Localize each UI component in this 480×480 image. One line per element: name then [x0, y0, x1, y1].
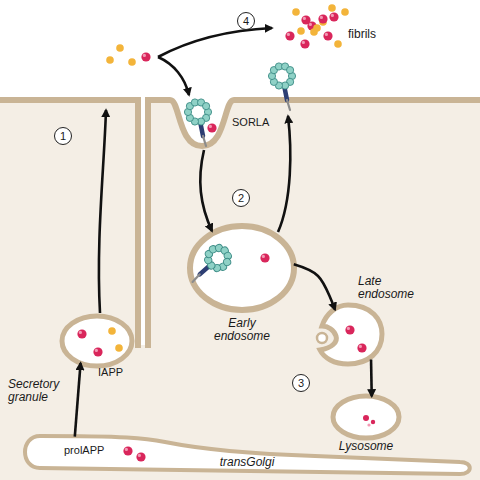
fibril-illustration [313, 24, 321, 32]
molecule-group [141, 52, 150, 61]
molecule-group [77, 329, 86, 338]
late-endosome-outline [312, 302, 384, 366]
plasma-membrane [0, 100, 480, 348]
callout-number: 2 [232, 189, 250, 207]
fibril-illustration [285, 4, 348, 48]
pathway-arrow [99, 110, 106, 313]
early-endosome-membrane [190, 226, 294, 310]
organelle-name: Late endosome [358, 275, 420, 301]
pathway-arrow [370, 360, 373, 397]
callout-number: 3 [292, 374, 310, 392]
cytoplasm [0, 100, 480, 480]
lysosome-outline [333, 396, 399, 438]
fibril-illustration [310, 28, 318, 36]
fibril-illustration [292, 8, 300, 16]
fibril-illustration [323, 31, 332, 40]
pathway-arrow [294, 264, 335, 309]
molecule-group [136, 452, 145, 461]
organelle-name: transGolgi [207, 456, 287, 469]
molecule-group [260, 253, 269, 262]
molecule-group [317, 333, 327, 343]
fibril-illustration [341, 8, 349, 16]
organelle-name: Early endosome [210, 317, 274, 343]
trans-golgi-membrane [25, 436, 470, 474]
molecule-group [115, 344, 123, 352]
late-endosome: Late endosome [312, 302, 384, 366]
molecule-group [128, 58, 136, 66]
receptor-group [268, 63, 295, 110]
pathway-arrow [158, 28, 272, 57]
pathway-arrow [99, 28, 290, 313]
molecule-group [108, 327, 116, 335]
pathway-arrow [200, 150, 212, 231]
molecule-group [357, 343, 366, 352]
molecule-group [123, 446, 132, 455]
molecule-label: prolAPP [64, 444, 104, 457]
molecule-group [367, 423, 370, 426]
pathway-arrow [278, 116, 290, 232]
secretory-granule: IAPPSecretory granule [62, 316, 132, 366]
receptor-group [182, 240, 236, 287]
fibril-illustration [328, 4, 336, 12]
molecule-group [363, 415, 369, 421]
fibril-illustration [301, 15, 310, 24]
late-endosome-membrane [320, 305, 382, 364]
fibril-illustration [297, 27, 305, 35]
molecule-group [93, 347, 102, 356]
early-endosome-outline [190, 226, 294, 310]
molecule-group [106, 56, 114, 64]
pathway-arrow [158, 57, 189, 95]
lysosome: Lysosome [333, 396, 399, 438]
molecule-group [371, 420, 375, 424]
fibrils-label: fibrils [348, 28, 376, 41]
receptor-label: SORLA [232, 116, 269, 129]
fibril-illustration [319, 18, 327, 26]
callout-number: 4 [237, 12, 255, 30]
fibril-illustration [285, 31, 294, 40]
secretory-granule-membrane [62, 316, 132, 366]
callout-number: 1 [54, 127, 72, 145]
fibril-illustration [318, 14, 327, 23]
receptor-group [184, 99, 211, 146]
secretory-granule-outline [62, 316, 132, 366]
early-endosome: Early endosome [190, 226, 294, 310]
molecule-group [345, 325, 354, 334]
molecule-group [77, 44, 375, 461]
fibril-illustration [329, 12, 338, 21]
organelle-name: Lysosome [336, 440, 396, 453]
molecule-group [116, 44, 124, 52]
molecule-label: IAPP [98, 366, 132, 379]
fibril-illustration [300, 39, 309, 48]
fibril-illustration [334, 40, 342, 48]
pathway-arrow [75, 363, 81, 437]
fibril-illustration [307, 21, 316, 30]
receptor-group [182, 63, 296, 287]
organelle-name: Secretory granule [8, 378, 68, 404]
lysosome-membrane [333, 396, 399, 438]
molecule-group [207, 123, 216, 132]
